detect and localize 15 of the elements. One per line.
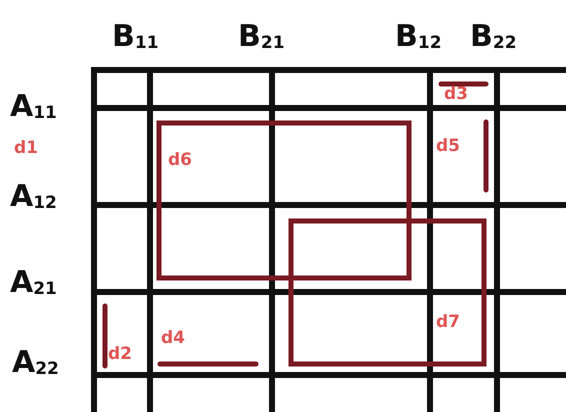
matrix-block-label: B$_{22}$ (470, 22, 517, 52)
region-label: d1 (14, 140, 38, 157)
region-label: d3 (444, 86, 468, 103)
matrix-block-label: B$_{11}$ (112, 22, 159, 52)
region-label: d5 (436, 138, 460, 155)
matrix-block-label: A$_{12}$ (10, 182, 57, 212)
matrix-block-label: A$_{21}$ (10, 268, 57, 298)
matrix-block-label: B$_{21}$ (238, 22, 285, 52)
matrix-block-label: B$_{12}$ (395, 22, 442, 52)
region-label: d4 (161, 330, 185, 347)
matrix-block-label: A$_{11}$ (10, 92, 57, 122)
region-label: d2 (108, 346, 132, 363)
region-label: d6 (168, 152, 192, 169)
region-label: d7 (436, 314, 460, 331)
matrix-block-label: A$_{22}$ (12, 348, 59, 378)
